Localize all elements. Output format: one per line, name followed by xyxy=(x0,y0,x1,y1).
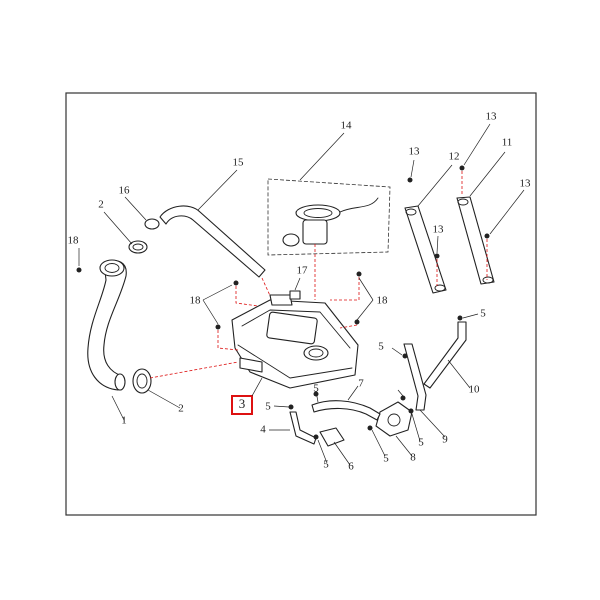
leader-lines xyxy=(78,123,525,466)
small-hose xyxy=(402,343,427,411)
callout-5-line7: 5 xyxy=(313,383,319,395)
vent-hose xyxy=(423,315,467,389)
callout-1: 1 xyxy=(121,415,127,427)
callout-7: 7 xyxy=(358,378,364,390)
callout-13-top: 13 xyxy=(486,111,498,123)
callout-6: 6 xyxy=(348,461,354,473)
callout-13-mid: 13 xyxy=(433,224,445,236)
callout-3: 3 xyxy=(239,396,246,411)
callout-13-left: 13 xyxy=(409,146,421,158)
tank-bolts xyxy=(76,267,362,351)
callout-4: 4 xyxy=(260,424,266,436)
callout-5-filter: 5 xyxy=(383,453,389,465)
callout-18-left: 18 xyxy=(190,295,202,307)
hose-clamp-lower xyxy=(132,361,239,394)
fuel-pump-inset xyxy=(267,178,391,300)
callout-2-upper: 2 xyxy=(98,199,104,211)
callout-13-right: 13 xyxy=(520,178,532,190)
fuel-hose-7 xyxy=(311,391,381,421)
callout-16: 16 xyxy=(119,185,131,197)
callout-14: 14 xyxy=(341,120,353,132)
callout-labels: 1 2 2 4 5 5 5 5 5 5 5 6 7 8 9 10 11 12 1… xyxy=(68,111,532,473)
callout-5-right: 5 xyxy=(480,308,486,320)
bent-hose xyxy=(87,259,127,391)
callout-18-far-left: 18 xyxy=(68,235,80,247)
callout-10: 10 xyxy=(469,384,481,396)
drain-hose xyxy=(288,404,345,447)
callout-8: 8 xyxy=(410,452,416,464)
mounting-brackets xyxy=(404,165,495,294)
fuel-filter xyxy=(367,395,414,437)
filler-hose xyxy=(159,205,273,301)
highlighted-callout-3[interactable]: 3 xyxy=(231,377,263,415)
diagram-frame xyxy=(65,92,537,516)
callout-15: 15 xyxy=(233,157,245,169)
callout-9: 9 xyxy=(442,434,448,446)
hose-clamp-upper xyxy=(128,240,148,254)
hose-clamp-small xyxy=(144,218,160,230)
callout-18-right: 18 xyxy=(377,295,389,307)
callout-5-small: 5 xyxy=(378,341,384,353)
fuel-tank xyxy=(231,294,359,389)
callout-11: 11 xyxy=(502,137,513,149)
callout-2-lower: 2 xyxy=(178,403,184,415)
tank-fitting xyxy=(289,290,301,300)
callout-5-mid: 5 xyxy=(418,437,424,449)
callout-5-tank: 5 xyxy=(265,401,271,413)
callout-5-hose: 5 xyxy=(323,459,329,471)
callout-17: 17 xyxy=(297,265,309,277)
callout-12: 12 xyxy=(449,151,460,163)
highlight-box xyxy=(231,395,253,415)
